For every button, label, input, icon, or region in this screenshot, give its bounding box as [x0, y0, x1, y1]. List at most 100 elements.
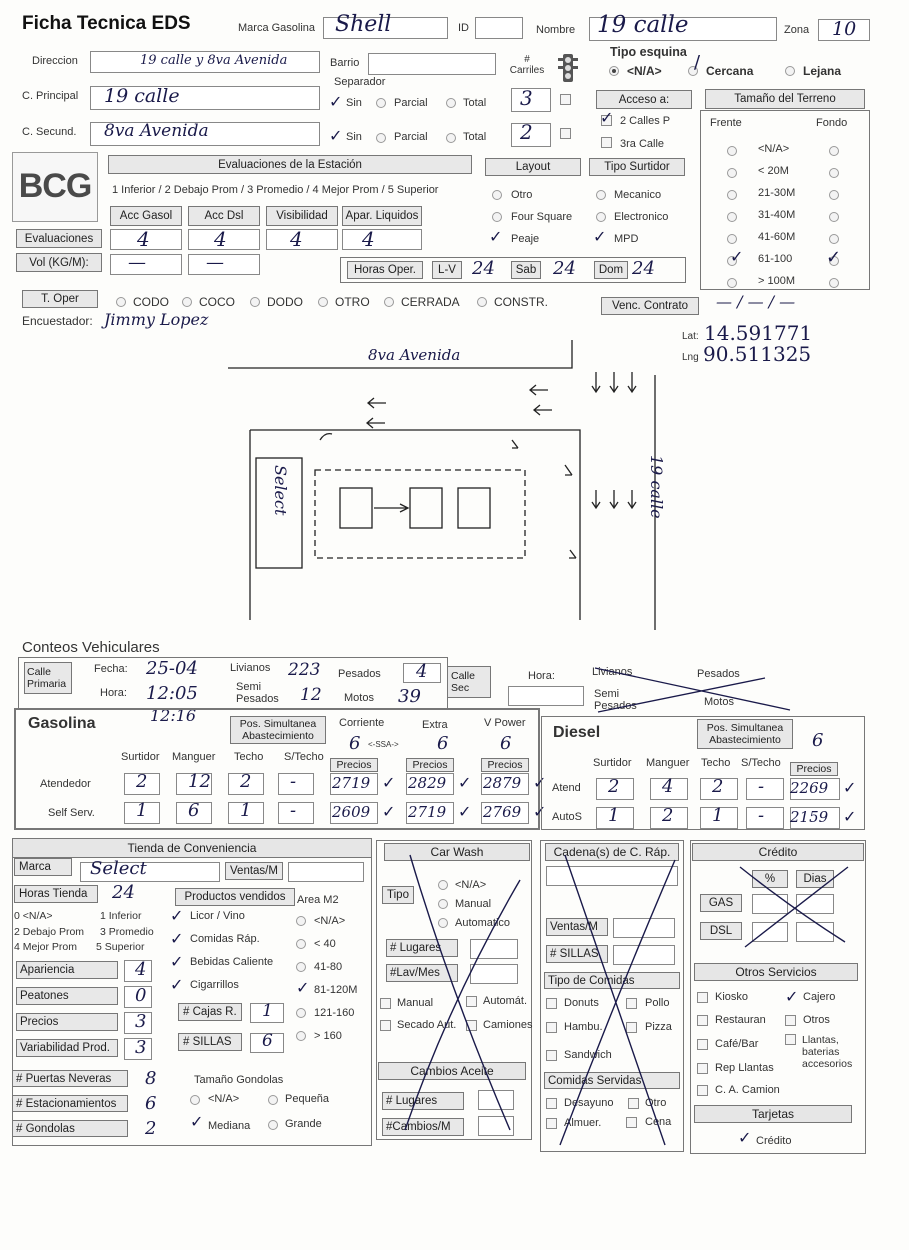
- eval-col-acc-dsl[interactable]: Acc Dsl: [188, 206, 260, 226]
- rating-field[interactable]: [124, 960, 152, 982]
- servicio-check[interactable]: [697, 1085, 708, 1096]
- terreno-frente-radio[interactable]: [727, 278, 737, 288]
- toper-radio[interactable]: [477, 297, 487, 307]
- toper-radio[interactable]: [250, 297, 260, 307]
- parcial-radio-1[interactable]: [376, 98, 386, 108]
- carriles-secundaria-check[interactable]: [560, 128, 571, 139]
- productos-button[interactable]: Productos vendidos: [175, 888, 295, 906]
- carwash-lugares-field[interactable]: [470, 939, 518, 959]
- esquina-cercana-radio[interactable]: [688, 66, 698, 76]
- surtidor-button[interactable]: Tipo Surtidor: [589, 158, 685, 176]
- terreno-fondo-radio[interactable]: [829, 168, 839, 178]
- eval-field-2[interactable]: [188, 229, 260, 250]
- cadena-sillas-field[interactable]: [613, 945, 675, 965]
- gondola-grande-radio[interactable]: [268, 1120, 278, 1130]
- gas-cell-field[interactable]: [278, 773, 314, 795]
- sandwich-check[interactable]: [546, 1050, 557, 1061]
- dsl-cell-field[interactable]: [700, 807, 738, 829]
- area-radio[interactable]: [296, 1031, 306, 1041]
- acceso-2calles-check[interactable]: [601, 115, 612, 126]
- carwash-manual-check[interactable]: [380, 998, 391, 1009]
- donuts-check[interactable]: [546, 998, 557, 1009]
- gas-cell-field[interactable]: [228, 802, 264, 824]
- toper-radio[interactable]: [384, 297, 394, 307]
- terreno-fondo-radio[interactable]: [829, 190, 839, 200]
- carriles-principal-check[interactable]: [560, 94, 571, 105]
- acceso-3ra-check[interactable]: [601, 137, 612, 148]
- tienda-marca-field[interactable]: [80, 862, 220, 882]
- vol-field-2[interactable]: [188, 254, 260, 275]
- eval-field-4[interactable]: [342, 229, 422, 250]
- nombre-field[interactable]: [589, 17, 777, 41]
- carwash-na-radio[interactable]: [438, 880, 448, 890]
- terreno-frente-radio[interactable]: [727, 212, 737, 222]
- id-field[interactable]: [475, 17, 523, 39]
- cadena-ventas-field[interactable]: [613, 918, 675, 938]
- surtidor-mecanico-radio[interactable]: [596, 190, 606, 200]
- carriles-secundaria-field[interactable]: [511, 123, 551, 147]
- servicio-check[interactable]: [785, 1015, 796, 1026]
- eval-field-3[interactable]: [266, 229, 338, 250]
- secundaria-field[interactable]: [90, 122, 320, 146]
- gas-price-field[interactable]: [330, 802, 378, 824]
- esquina-lejana-radio[interactable]: [785, 66, 795, 76]
- gas-cell-field[interactable]: [228, 773, 264, 795]
- terreno-fondo-radio[interactable]: [829, 146, 839, 156]
- surtidor-electronico-radio[interactable]: [596, 212, 606, 222]
- dsl-cell-field[interactable]: [596, 807, 634, 829]
- eval-field-1[interactable]: [110, 229, 182, 250]
- terreno-frente-radio[interactable]: [727, 256, 737, 266]
- gas-cell-field[interactable]: [124, 773, 160, 795]
- dsl-cell-field[interactable]: [650, 807, 688, 829]
- terreno-fondo-radio[interactable]: [829, 212, 839, 222]
- eval-col-apar-liquidos[interactable]: Apar. Liquidos: [342, 206, 422, 226]
- area-radio[interactable]: [296, 962, 306, 972]
- rating-field[interactable]: [124, 1038, 152, 1060]
- venc-contrato-button[interactable]: Venc. Contrato: [601, 297, 699, 315]
- principal-field[interactable]: [90, 86, 320, 110]
- dsl-cell-field[interactable]: [746, 778, 784, 800]
- aceite-lugares-field[interactable]: [478, 1090, 514, 1110]
- terreno-fondo-radio[interactable]: [829, 234, 839, 244]
- cadena-name-field[interactable]: [546, 866, 678, 886]
- terreno-fondo-radio[interactable]: [829, 256, 839, 266]
- barrio-field[interactable]: [368, 53, 496, 75]
- gas-price-field[interactable]: [481, 773, 529, 795]
- gas-price-field[interactable]: [406, 773, 454, 795]
- servicio-check[interactable]: [697, 992, 708, 1003]
- credito-dsl-pct[interactable]: [752, 922, 788, 942]
- eval-col-visibilidad[interactable]: Visibilidad: [266, 206, 338, 226]
- cena-check[interactable]: [626, 1117, 637, 1128]
- servicio-check[interactable]: [697, 1063, 708, 1074]
- terreno-frente-radio[interactable]: [727, 234, 737, 244]
- gondola-na-radio[interactable]: [190, 1095, 200, 1105]
- esquina-na-radio[interactable]: [609, 66, 619, 76]
- terreno-button[interactable]: Tamaño del Terreno: [705, 89, 865, 109]
- servicio-check[interactable]: [785, 1034, 796, 1045]
- parcial-radio-2[interactable]: [376, 133, 386, 143]
- carwash-manual-radio[interactable]: [438, 899, 448, 909]
- gas-price-field[interactable]: [406, 802, 454, 824]
- tienda-ventas-field[interactable]: [288, 862, 364, 882]
- dsl-cell-field[interactable]: [700, 778, 738, 800]
- gondola-pequena-radio[interactable]: [268, 1095, 278, 1105]
- servicio-check[interactable]: [697, 1039, 708, 1050]
- pizza-check[interactable]: [626, 1022, 637, 1033]
- aceite-cambios-field[interactable]: [478, 1116, 514, 1136]
- layout-button[interactable]: Layout: [485, 158, 581, 176]
- servicio-check[interactable]: [697, 1015, 708, 1026]
- hora-sec-field[interactable]: [508, 686, 584, 706]
- hambu-check[interactable]: [546, 1022, 557, 1033]
- desayuno-check[interactable]: [546, 1098, 557, 1109]
- dsl-price-field[interactable]: [790, 778, 840, 800]
- gas-price-field[interactable]: [481, 802, 529, 824]
- carwash-secado-check[interactable]: [380, 1020, 391, 1031]
- gas-cell-field[interactable]: [124, 802, 160, 824]
- layout-otro-radio[interactable]: [492, 190, 502, 200]
- carwash-camiones-check[interactable]: [466, 1020, 477, 1031]
- toper-radio[interactable]: [182, 297, 192, 307]
- pollo-check[interactable]: [626, 998, 637, 1009]
- dsl-cell-field[interactable]: [596, 778, 634, 800]
- toper-button[interactable]: T. Oper: [22, 290, 98, 308]
- area-radio[interactable]: [296, 939, 306, 949]
